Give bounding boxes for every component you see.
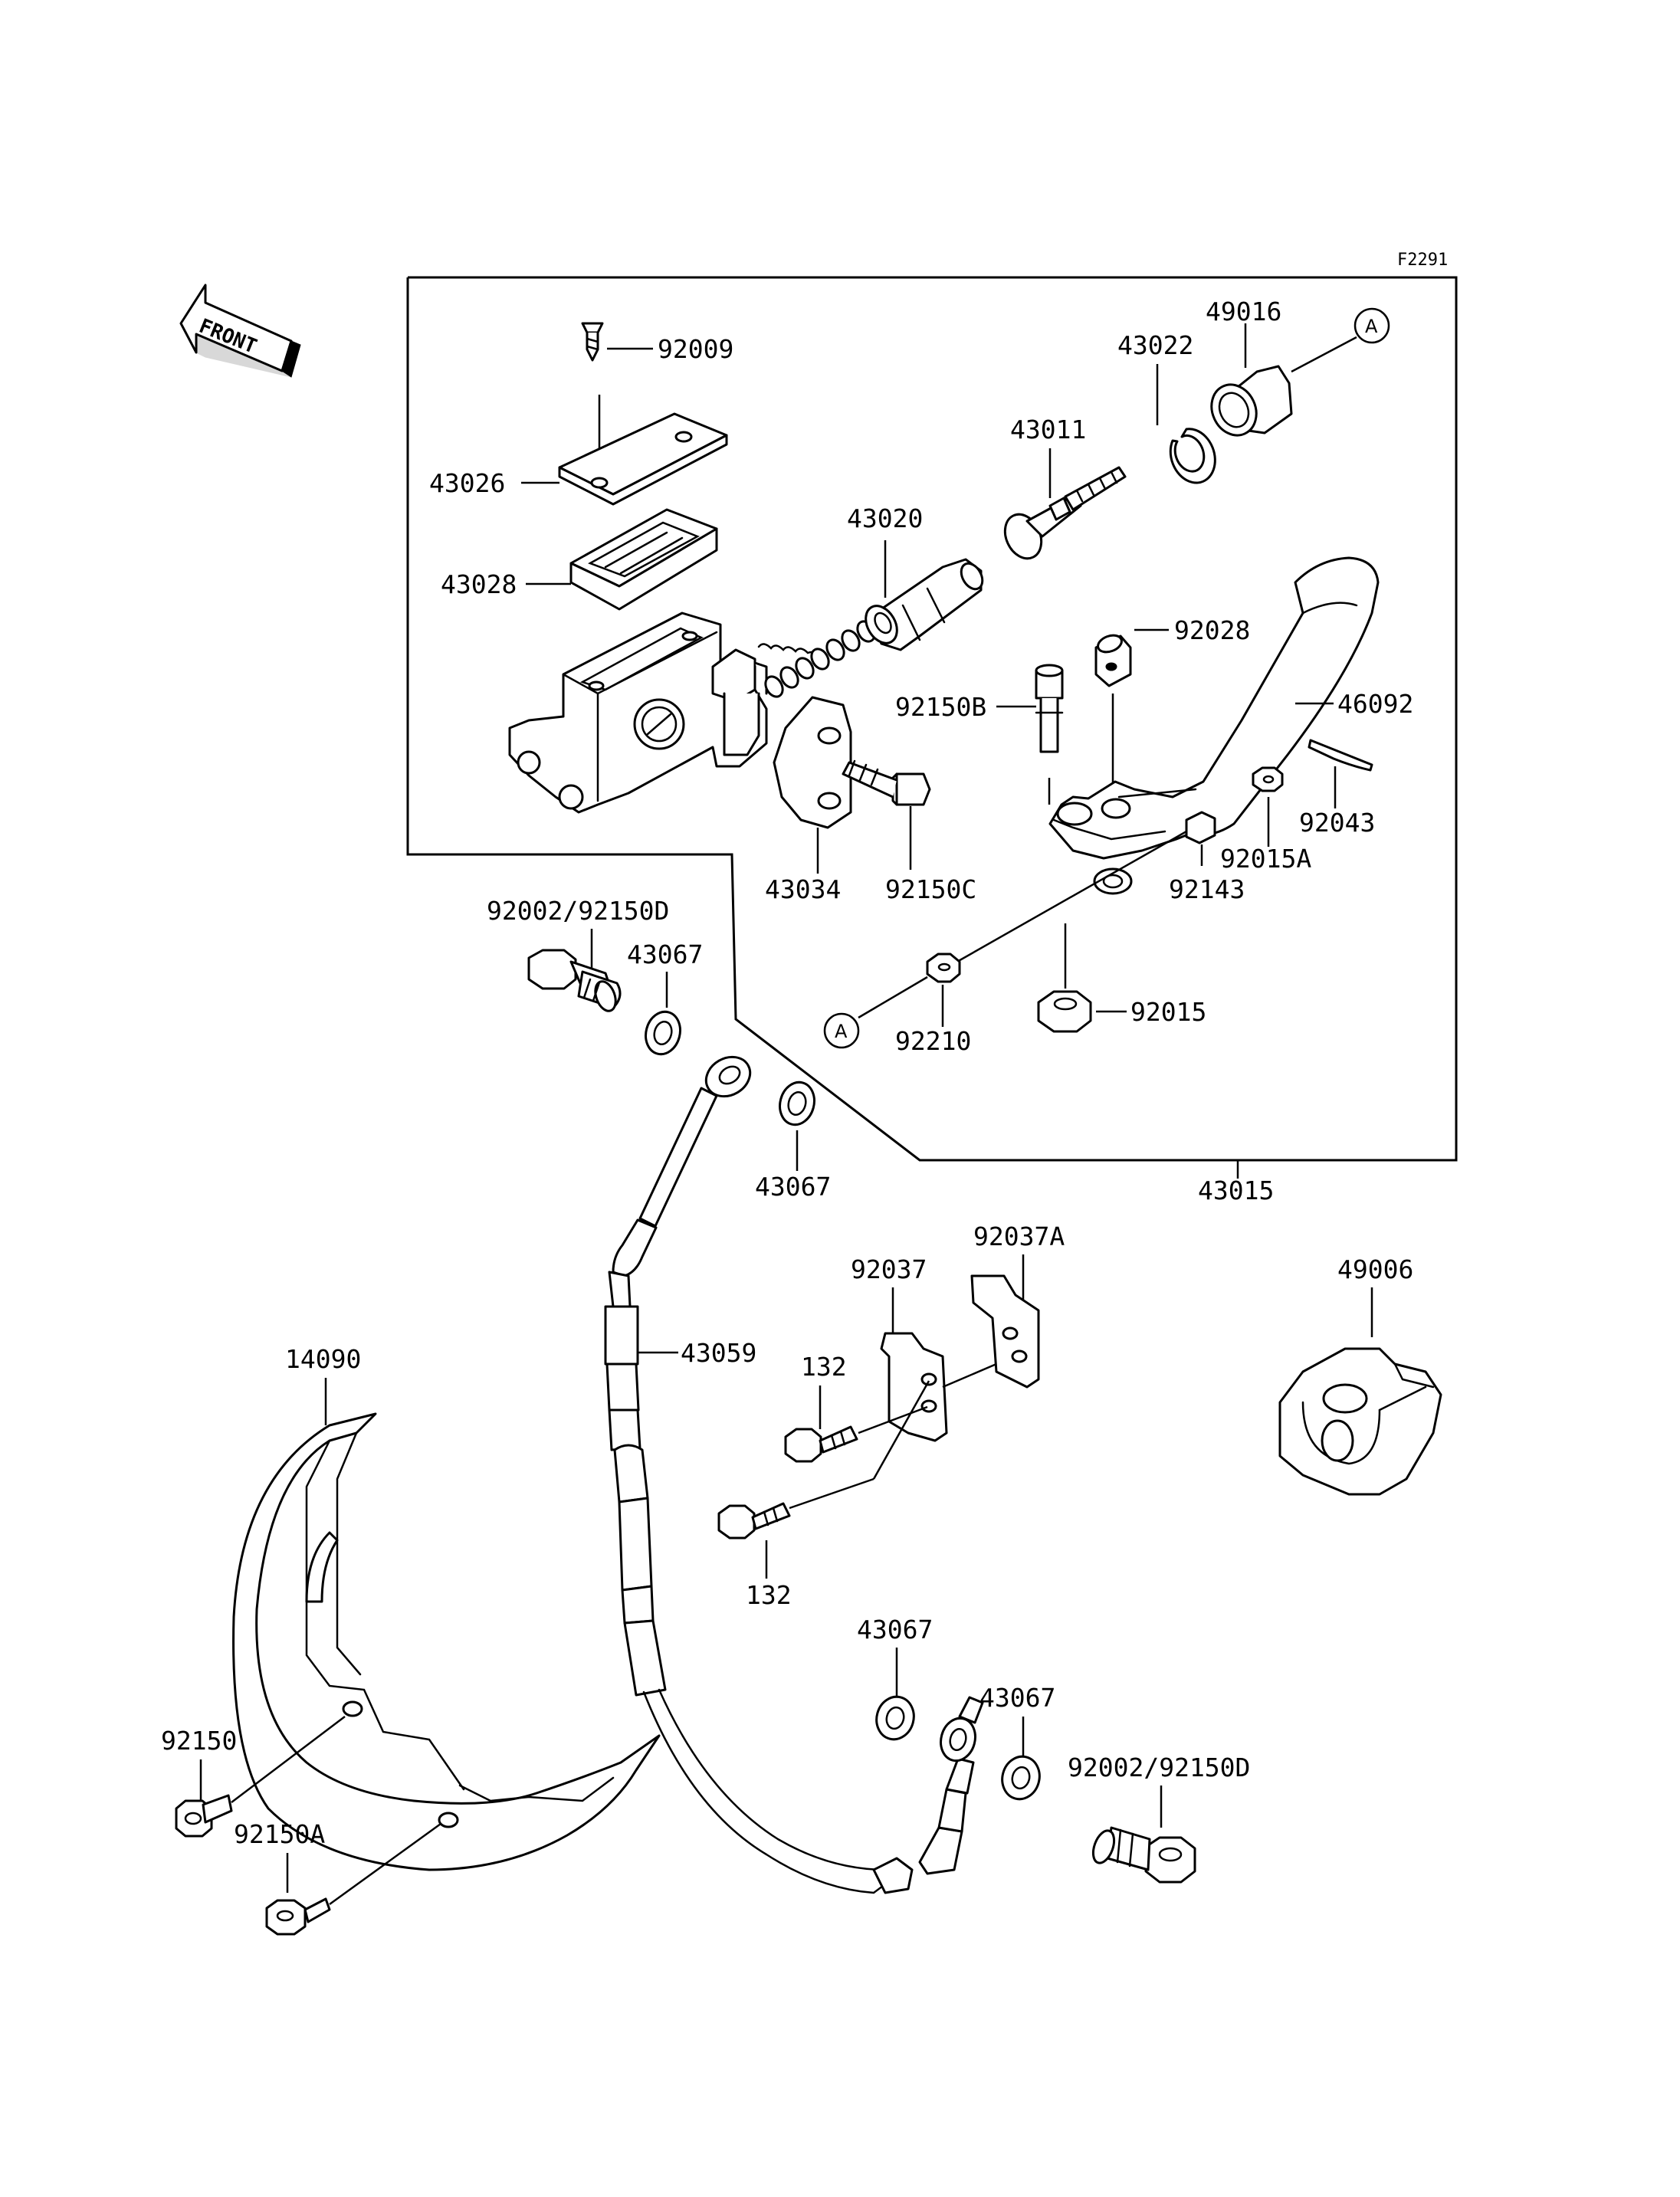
- label-43011: 43011: [1010, 415, 1086, 444]
- clamp-49006: [1278, 1347, 1442, 1496]
- label-92002-top: 92002/92150D: [487, 896, 669, 926]
- hand-guard-14090: [232, 1412, 661, 1871]
- clutch-lever-46092: [1048, 556, 1380, 860]
- bolt-92150C: [842, 759, 931, 806]
- nut-92015: [1037, 990, 1092, 1033]
- label-43022: 43022: [1117, 330, 1193, 360]
- ref-marker-a-top: [1354, 307, 1390, 344]
- label-43028: 43028: [441, 569, 517, 599]
- diaphragm-43028: [569, 508, 718, 611]
- label-92150: 92150: [161, 1726, 237, 1756]
- label-43020: 43020: [847, 503, 923, 533]
- label-92210: 92210: [895, 1026, 971, 1056]
- label-92037A: 92037A: [973, 1221, 1065, 1251]
- label-43026: 43026: [429, 468, 505, 498]
- washer-43067-c: [875, 1695, 915, 1741]
- label-43067-d: 43067: [979, 1683, 1055, 1713]
- label-49006: 49006: [1337, 1254, 1413, 1284]
- label-43015: 43015: [1198, 1176, 1274, 1205]
- label-43067-c: 43067: [857, 1615, 933, 1644]
- reservoir-cap-43026: [558, 412, 728, 506]
- adjuster-92143: [1185, 811, 1216, 844]
- bolt-92150A: [265, 1897, 331, 1936]
- washer-43067-b: [779, 1080, 815, 1126]
- washer-43067-a: [645, 1010, 681, 1056]
- label-43059: 43059: [681, 1338, 756, 1368]
- clamp-43034: [773, 696, 852, 829]
- label-92150C: 92150C: [885, 874, 976, 904]
- lever-washer: [1093, 867, 1133, 895]
- circlip-43022: [1169, 428, 1216, 484]
- nut-92210: [926, 953, 961, 983]
- label-92150B: 92150B: [895, 692, 986, 722]
- clutch-hose-43059: [604, 1055, 984, 1894]
- master-cylinder-body: [508, 612, 768, 814]
- bracket-92037: [880, 1332, 948, 1442]
- label-92043: 92043: [1299, 808, 1375, 838]
- label-92143: 92143: [1169, 874, 1245, 904]
- banjo-bolt-bottom: [1091, 1826, 1196, 1884]
- cotter-pin-92043: [1308, 739, 1373, 772]
- bolt-132-a: [784, 1425, 858, 1463]
- label-92002-bottom: 92002/92150D: [1068, 1753, 1250, 1782]
- label-43067-a: 43067: [627, 939, 703, 969]
- banjo-bolt-top: [527, 949, 622, 1012]
- label-43034: 43034: [765, 874, 841, 904]
- screw-92009: [581, 322, 604, 362]
- label-132-b: 132: [746, 1580, 792, 1610]
- ref-marker-a-top-text: A: [1365, 316, 1378, 337]
- pivot-bolt-92150B: [1035, 664, 1064, 753]
- collar-92028: [1094, 634, 1132, 687]
- ref-marker-a-bottom: [823, 1012, 860, 1049]
- label-46092: 46092: [1337, 689, 1413, 719]
- label-92028: 92028: [1174, 615, 1250, 645]
- label-14090: 14090: [285, 1344, 361, 1374]
- washer-43067-d: [1001, 1755, 1041, 1801]
- ref-marker-a-bottom-text: A: [835, 1021, 848, 1042]
- push-rod-43011: [1003, 466, 1127, 560]
- assembly-frame: [406, 276, 1458, 1162]
- label-49016: 49016: [1206, 297, 1281, 326]
- label-92015: 92015: [1130, 997, 1206, 1027]
- label-92009: 92009: [658, 334, 733, 364]
- boot-49016: [1210, 365, 1293, 437]
- front-direction-arrow: FRONT: [179, 284, 301, 378]
- bolt-92150: [175, 1794, 233, 1838]
- label-92037: 92037: [851, 1254, 927, 1284]
- nut-92015A: [1252, 766, 1284, 792]
- piston-43020: [865, 558, 984, 651]
- spring: [757, 620, 876, 698]
- label-92015A: 92015A: [1220, 844, 1311, 874]
- label-92150A: 92150A: [234, 1819, 325, 1849]
- label-132-a: 132: [801, 1352, 847, 1382]
- figure-code: F2291: [1397, 251, 1448, 270]
- bracket-92037A: [970, 1274, 1040, 1389]
- bolt-132-b: [717, 1502, 791, 1540]
- label-43067-b: 43067: [755, 1172, 831, 1202]
